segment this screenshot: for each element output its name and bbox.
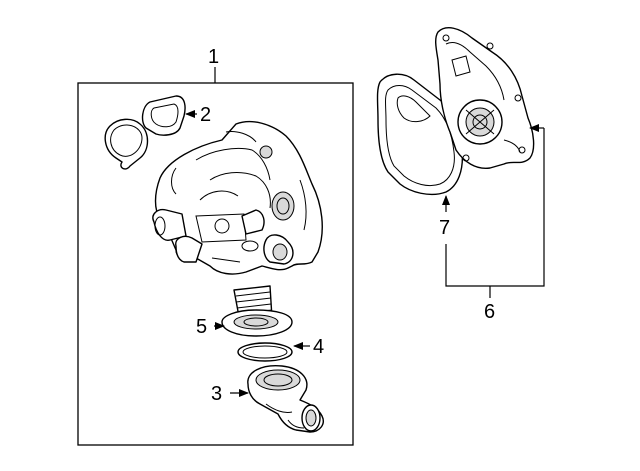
thermostat-housing xyxy=(152,120,323,275)
bracket-6 xyxy=(445,128,545,287)
thermostat-cover-part-3 xyxy=(247,365,324,433)
water-pump-part-6 xyxy=(435,27,535,169)
gasket-part-2 xyxy=(104,95,186,170)
callout-7: 7 xyxy=(439,217,450,239)
callout-3: 3 xyxy=(211,383,222,405)
thermostat-part-5 xyxy=(221,285,293,337)
callout-6: 6 xyxy=(484,301,495,323)
callout-4: 4 xyxy=(313,336,324,358)
o-ring-part-4 xyxy=(237,342,293,362)
callout-2: 2 xyxy=(200,104,211,126)
callout-1: 1 xyxy=(208,46,219,68)
callout-5: 5 xyxy=(196,316,207,338)
